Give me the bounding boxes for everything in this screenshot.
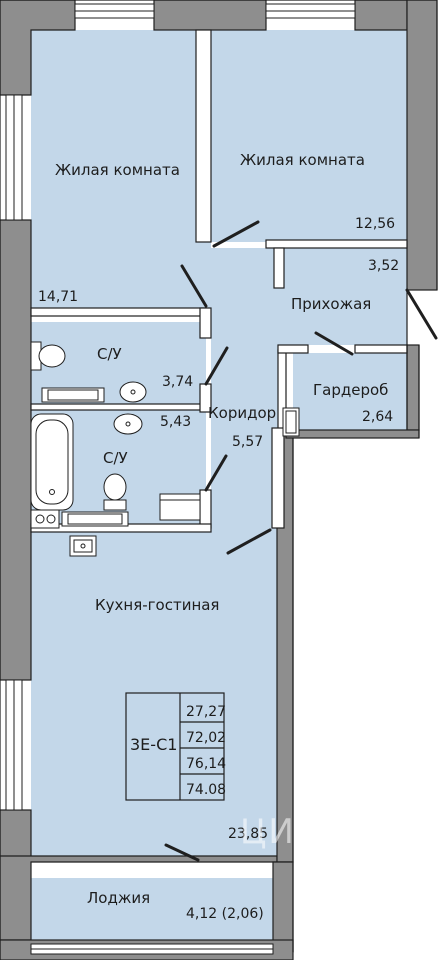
room-living2-name: Жилая комната xyxy=(240,151,365,169)
room-kitchen-name: Кухня-гостиная xyxy=(95,596,220,614)
door-entrance xyxy=(405,288,438,340)
watermark-logo: ЦИАН xyxy=(240,812,349,852)
wall-left-lower xyxy=(0,809,32,859)
room-loggia-area: 4,12 (2,06) xyxy=(186,906,264,922)
stove-icon xyxy=(30,509,60,529)
wall-wardrobe-top xyxy=(277,344,309,354)
doors xyxy=(164,220,438,862)
summary-table xyxy=(125,692,225,801)
wardrobe-fill xyxy=(293,353,407,430)
room-loggia-name: Лоджия xyxy=(87,889,151,907)
sink-2-icon xyxy=(113,413,143,435)
washing-machine-icon xyxy=(159,493,201,521)
wall-top-right xyxy=(354,0,408,31)
room-living1-name: Жилая комната xyxy=(55,161,180,179)
summary-value-2: 72,02 xyxy=(186,730,227,746)
wall-bath-divider xyxy=(30,403,207,411)
wall-top-segment xyxy=(0,0,76,96)
wall-wardrobe-bottom xyxy=(285,429,420,439)
wall-hall-stub xyxy=(273,247,285,289)
room-bath2-area: 5,43 xyxy=(160,414,192,430)
counter-icon xyxy=(41,387,129,527)
door-loggia xyxy=(164,843,200,862)
summary-value-3: 76,14 xyxy=(186,756,227,772)
door-living2 xyxy=(212,220,260,248)
wall-corridor-right xyxy=(271,427,285,529)
fixtures xyxy=(30,341,300,557)
summary-value-1: 27,27 xyxy=(186,704,227,720)
room-bath1-name: С/У xyxy=(97,345,122,363)
sink-icon xyxy=(119,381,147,403)
door-bath1 xyxy=(204,346,229,386)
wall-bath-right-lower xyxy=(199,489,212,529)
hallway-corridor-fill xyxy=(196,240,407,528)
bath-tub-icon xyxy=(30,413,74,511)
kitchen-fill xyxy=(31,528,277,856)
apartment-code: 3Е-С1 xyxy=(130,735,178,754)
windows xyxy=(5,3,356,955)
summary-value-4: 74.08 xyxy=(186,782,227,798)
room-bath1-area: 3,74 xyxy=(162,374,194,390)
room-living1-area: 14,71 xyxy=(38,289,79,305)
wardrobe-sink-icon xyxy=(282,407,300,437)
room-wardrobe-name: Гардероб xyxy=(313,381,389,399)
room-corridor-name: Коридор xyxy=(208,404,277,422)
kitchen-sink-icon xyxy=(69,535,97,557)
wall-right-loggia xyxy=(272,861,294,953)
loggia-fill xyxy=(31,878,273,940)
room-bath2-name: С/У xyxy=(103,449,128,467)
room-wardrobe-area: 2,64 xyxy=(362,409,394,425)
wall-bath-right-upper xyxy=(199,307,212,339)
room-kitchen-area: 23,85 xyxy=(228,826,269,842)
wall-left-upper xyxy=(0,219,32,681)
wall-hall-top xyxy=(265,239,408,249)
room-hall-name: Прихожая xyxy=(291,295,372,313)
room-hall-area: 3,52 xyxy=(368,258,400,274)
living-room-1-fill xyxy=(31,30,196,308)
wall-wardrobe-top-right xyxy=(354,344,408,354)
door-bath2 xyxy=(204,454,228,492)
room-corridor-area: 5,57 xyxy=(232,434,264,450)
interior-walls xyxy=(30,29,408,533)
wall-top-middle xyxy=(153,0,267,31)
wall-living1-bottom xyxy=(30,307,207,317)
wall-living-divider xyxy=(195,29,212,243)
room-living2-area: 12,56 xyxy=(355,216,396,232)
toilet-icon xyxy=(30,341,66,371)
door-living1 xyxy=(180,264,208,308)
toilet-2-icon xyxy=(103,473,127,511)
wall-right-upper xyxy=(406,0,438,291)
door-kitchen xyxy=(226,528,272,555)
door-wardrobe xyxy=(314,331,354,356)
wall-wardrobe-right xyxy=(406,344,420,431)
living-room-2-fill xyxy=(211,30,407,242)
